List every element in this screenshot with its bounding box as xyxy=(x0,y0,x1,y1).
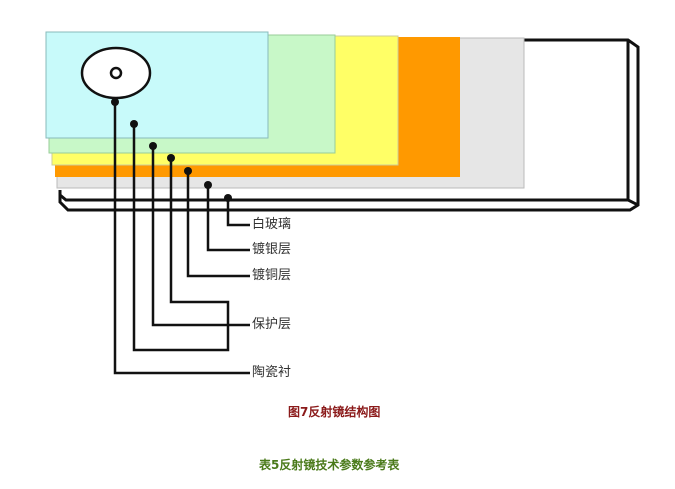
label-ceramic-backing: 陶瓷衬 xyxy=(252,365,292,380)
board-outline xyxy=(58,38,640,212)
leader-dot xyxy=(111,98,119,106)
leader-dot xyxy=(224,194,232,202)
leader-dot xyxy=(204,181,212,189)
leader-line xyxy=(113,102,250,375)
leader-dots xyxy=(111,98,232,202)
leader-lines xyxy=(113,102,250,375)
label-copper-layer: 镀铜层 xyxy=(252,268,292,283)
leader-line xyxy=(151,146,250,327)
table-caption: 表5反射镜技术参数参考表 xyxy=(259,458,400,472)
label-protective-layer: 保护层 xyxy=(252,317,292,332)
label-silver-layer: 镀银层 xyxy=(252,242,292,257)
leader-dot xyxy=(149,142,157,150)
layer-cyan xyxy=(45,31,269,139)
leader-line xyxy=(186,171,250,278)
leader-dot xyxy=(130,120,138,128)
label-white-glass: 白玻璃 xyxy=(252,217,292,232)
center-hole-icon xyxy=(109,66,123,80)
leader-line xyxy=(226,198,250,227)
leader-dot xyxy=(167,154,175,162)
figure-caption: 图7反射镜结构图 xyxy=(288,405,381,419)
leader-dot xyxy=(184,167,192,175)
leader-line xyxy=(206,185,250,252)
